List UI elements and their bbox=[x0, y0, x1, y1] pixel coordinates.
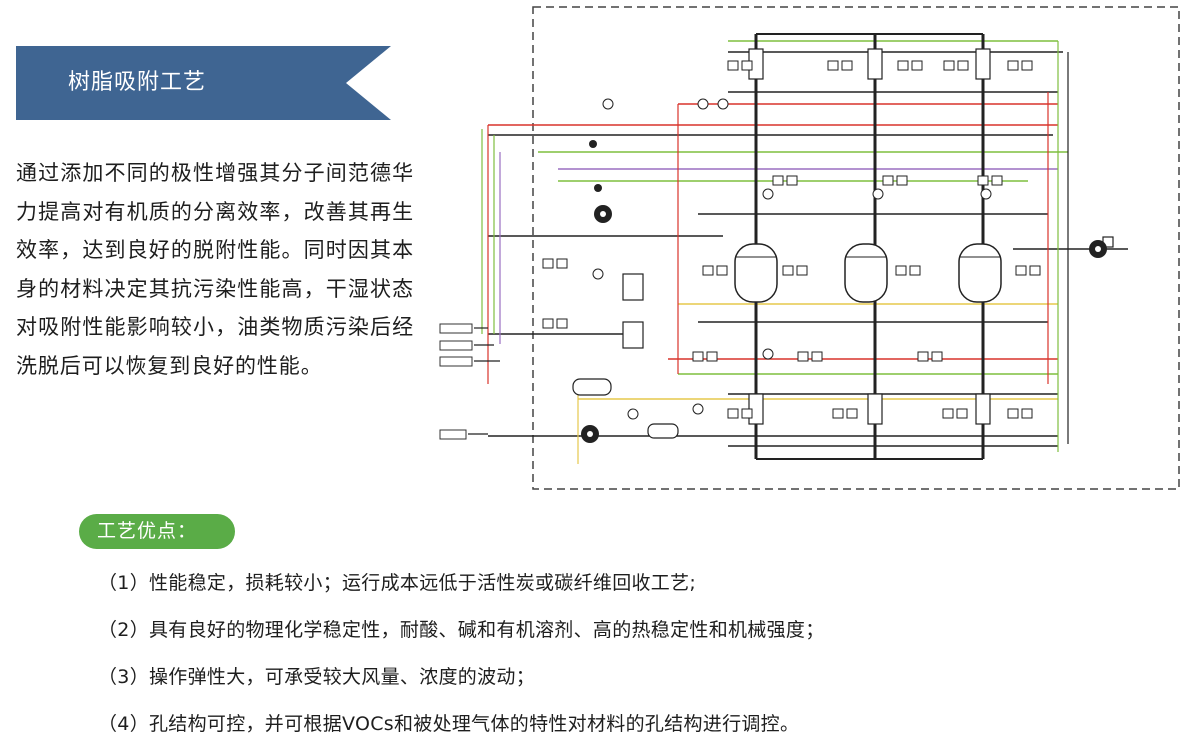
diagram-boundary bbox=[532, 6, 1180, 490]
advantage-item: （1）性能稳定，损耗较小；运行成本远低于活性炭或碳纤维回收工艺; bbox=[98, 572, 697, 594]
adsorber-vessels bbox=[734, 243, 1002, 303]
advantage-item: （4）孔结构可控，并可根据VOCs和被处理气体的特性对材料的孔结构进行调控。 bbox=[98, 713, 800, 735]
equipment-units bbox=[572, 236, 1114, 439]
fan-highlights bbox=[587, 211, 1101, 437]
banner-shape bbox=[16, 46, 391, 120]
valve-blocks bbox=[748, 48, 991, 425]
section-title-banner: 树脂吸附工艺 bbox=[16, 46, 391, 120]
fan-icons bbox=[581, 140, 1107, 443]
advantage-item: （2）具有良好的物理化学稳定性，耐酸、碱和有机溶剂、高的热稳定性和机械强度； bbox=[98, 619, 825, 641]
instrument-clusters bbox=[542, 60, 1041, 419]
process-flow-diagram bbox=[439, 6, 1180, 490]
pipe-risers bbox=[468, 41, 1069, 464]
section-title: 树脂吸附工艺 bbox=[68, 70, 207, 95]
advantages-list: （1）性能稳定，损耗较小；运行成本远低于活性炭或碳纤维回收工艺; （2）具有良好… bbox=[98, 560, 825, 748]
inlet-arrows bbox=[439, 323, 473, 440]
description-text: 通过添加不同的极性增强其分子间范德华力提高对有机质的分离效率，改善其再生效率，达… bbox=[16, 161, 414, 378]
advantage-item: （3）操作弹性大，可承受较大风量、浓度的波动； bbox=[98, 666, 535, 688]
advantages-title: 工艺优点： bbox=[79, 514, 235, 549]
gauge-icons bbox=[592, 98, 992, 420]
